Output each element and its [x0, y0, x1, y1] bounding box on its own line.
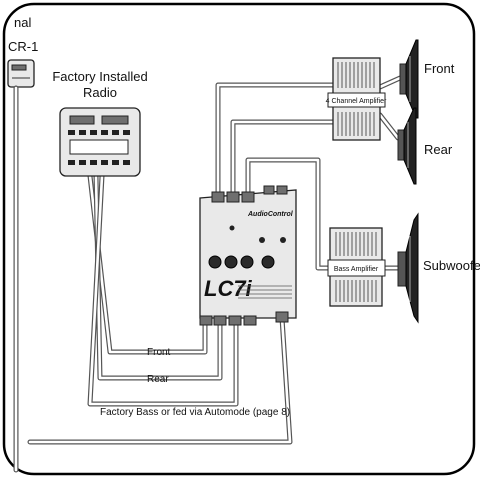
wire-label-rear: Rear [147, 374, 169, 385]
factory-radio: Factory Installed Radio [52, 69, 148, 177]
radio-label-line1: Factory Installed [52, 69, 147, 84]
diagram-frame [2, 2, 476, 476]
front-speaker [399, 39, 419, 119]
lc7i-knob-3 [240, 255, 254, 269]
four-channel-amplifier: 4 Channel Amplifier [326, 57, 387, 141]
bass-amp-label: Bass Amplifier [334, 266, 379, 273]
lc7i-brand: AudioControl [247, 211, 294, 218]
wire-label-bass: Factory Bass or fed via Automode (page 8… [100, 407, 290, 418]
fragment-text-2: CR-1 [8, 39, 38, 54]
fragment-text-1: nal [14, 15, 31, 30]
lc7i-model: LC7i [204, 276, 253, 301]
bass-amplifier: Bass Amplifier [327, 227, 386, 307]
wires [13, 75, 403, 473]
rear-speaker-label: Rear [424, 142, 453, 157]
four-channel-amp-label: 4 Channel Amplifier [326, 98, 387, 105]
lc7i-knob-1 [208, 255, 222, 269]
radio-label-line2: Radio [83, 85, 117, 100]
lc7i-output-jacks [211, 185, 288, 203]
remote-control-fragment: nal CR-1 [7, 15, 38, 88]
subwoofer-label: Subwoofer [423, 258, 480, 273]
wire-label-front: Front [147, 347, 171, 358]
subwoofer [397, 212, 419, 324]
lc7i-unit: AudioControl LC7i [199, 185, 297, 326]
lc7i-input-jacks [199, 311, 289, 326]
front-speaker-label: Front [424, 61, 455, 76]
lc7i-knob-4 [261, 255, 275, 269]
rear-speaker [397, 107, 417, 185]
lc7i-knob-2 [224, 255, 238, 269]
